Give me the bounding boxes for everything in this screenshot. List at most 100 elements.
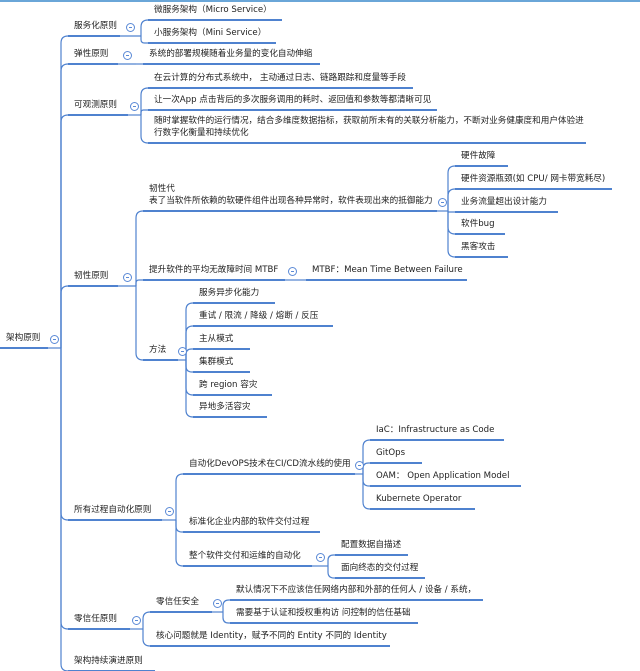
collapse-toggle-icon[interactable] <box>354 461 364 470</box>
node-zero-trust-security[interactable]: 零信任安全 <box>150 597 212 613</box>
connector-line <box>362 474 371 510</box>
leaf-final-state-delivery[interactable]: 面向终态的交付过程 <box>335 563 425 579</box>
collapse-toggle-icon[interactable] <box>213 599 222 608</box>
node-label: 默认情况下不应该信任网络内部和外部的任何人 / 设备 / 系统， <box>236 585 477 595</box>
node-label: GitOps <box>376 448 406 458</box>
leaf-mini-service[interactable]: 小服务架构（Mini Service） <box>148 28 276 44</box>
leaf-standardize-delivery[interactable]: 标准化企业内部的软件交付过程 <box>183 517 320 533</box>
node-label: 硬件资源瓶颈(如 CPU/ 网卡带宽耗尽) <box>461 174 606 184</box>
node-label: 微服务架构（Micro Service） <box>154 5 272 15</box>
connector-line <box>135 210 144 286</box>
connector-line <box>185 325 194 360</box>
collapse-toggle-icon[interactable] <box>177 347 187 356</box>
leaf-master-slave[interactable]: 主从模式 <box>193 334 250 350</box>
leaf-observability-3[interactable]: 随时掌握软件的运行情况，结合多维度数据指标，获取前所未有的关联分析能力，不断对业… <box>148 116 586 144</box>
connector-line <box>185 360 193 373</box>
leaf-kubernete-operator[interactable]: Kubernete Operator <box>370 494 475 510</box>
leaf-software-bug[interactable]: 软件bug <box>455 219 505 235</box>
leaf-async-service[interactable]: 服务异步化能力 <box>193 288 275 304</box>
leaf-auth-based-trust[interactable]: 需要基于认证和授权重构访 问控制的信任基础 <box>230 608 418 624</box>
node-label: 韧性代 表了当软件所依赖的软硬件组件出现各种异常时，软件表现出来的抵御能力 <box>149 184 433 206</box>
connector-line <box>60 63 69 348</box>
leaf-hardware-failure[interactable]: 硬件故障 <box>455 151 508 167</box>
leaf-traffic-overload[interactable]: 业务流量超出设计能力 <box>455 197 558 213</box>
connector-line <box>447 211 455 213</box>
leaf-cluster-mode[interactable]: 集群模式 <box>193 357 250 373</box>
leaf-micro-service[interactable]: 微服务架构（Micro Service） <box>148 5 282 21</box>
collapse-toggle-icon[interactable] <box>164 507 174 516</box>
leaf-hacker-attack[interactable]: 黑客攻击 <box>455 242 508 258</box>
node-label: 重试 / 限流 / 降级 / 熔断 / 反压 <box>199 311 319 321</box>
node-label: 系统的部署规模随着业务量的变化自动伸缩 <box>149 49 313 59</box>
node-methods[interactable]: 方法 <box>143 345 178 361</box>
connector-line <box>60 348 69 630</box>
branch-resilience-principle[interactable]: 韧性原则 <box>68 271 118 287</box>
connector-line <box>135 279 143 286</box>
node-label: 小服务架构（Mini Service） <box>154 28 267 38</box>
branch-service-principle[interactable]: 服务化原则 <box>68 21 120 37</box>
connector-line <box>222 612 230 624</box>
leaf-gitops[interactable]: GitOps <box>370 448 422 464</box>
node-label: 可观测原则 <box>74 100 117 110</box>
mindmap-root-node[interactable]: 架构原则 <box>0 333 48 349</box>
connector-line <box>175 520 183 533</box>
node-label: 让一次App 点击背后的多次服务调用的耗时、返回值和参数等都清晰可见 <box>154 95 432 105</box>
leaf-observability-2[interactable]: 让一次App 点击背后的多次服务调用的耗时、返回值和参数等都清晰可见 <box>148 95 437 111</box>
leaf-no-default-trust[interactable]: 默认情况下不应该信任网络内部和外部的任何人 / 设备 / 系统， <box>230 585 483 601</box>
connector-line <box>140 115 149 144</box>
leaf-auto-scaling[interactable]: 系统的部署规模随着业务量的变化自动伸缩 <box>143 49 320 65</box>
branch-automation-principle[interactable]: 所有过程自动化原则 <box>68 505 162 521</box>
collapse-toggle-icon[interactable] <box>122 273 132 282</box>
node-label: 架构持续演进原则 <box>74 656 143 666</box>
leaf-resource-bottleneck[interactable]: 硬件资源瓶颈(如 CPU/ 网卡带宽耗尽) <box>455 174 612 190</box>
collapse-toggle-icon[interactable] <box>126 23 135 32</box>
leaf-config-self-describe[interactable]: 配置数据自描述 <box>335 540 408 556</box>
collapse-toggle-icon[interactable] <box>287 267 297 276</box>
node-label: 自动化DevOPS技术在CI/CD流水线的使用 <box>189 459 351 469</box>
connector-line <box>140 36 148 44</box>
node-label: 随时掌握软件的运行情况，结合多维度数据指标，获取前所未有的关联分析能力，不断对业… <box>154 116 584 138</box>
connector-line <box>60 35 69 348</box>
node-label: 整个软件交付和运维的自动化 <box>189 551 301 561</box>
leaf-identity-core[interactable]: 核心问题就是 Identity，赋予不同的 Entity 不同的 Identit… <box>150 631 390 647</box>
connector-line <box>60 285 69 348</box>
node-label: 核心问题就是 Identity，赋予不同的 Entity 不同的 Identit… <box>156 631 387 641</box>
branch-observability-principle[interactable]: 可观测原则 <box>68 100 128 116</box>
node-label: 提升软件的平均无故障时间 MTBF <box>149 265 279 275</box>
branch-elastic-principle[interactable]: 弹性原则 <box>68 49 118 65</box>
connector-line <box>185 302 194 360</box>
node-label: 零信任原则 <box>74 614 117 624</box>
node-delivery-ops-automation[interactable]: 整个软件交付和运维的自动化 <box>183 551 312 567</box>
node-label: 配置数据自描述 <box>341 540 402 550</box>
collapse-toggle-icon[interactable] <box>122 51 132 60</box>
leaf-retry-ratelimit[interactable]: 重试 / 限流 / 降级 / 熔断 / 反压 <box>193 311 333 327</box>
connector-line <box>185 360 194 396</box>
node-label: 弹性原则 <box>74 49 109 59</box>
connector-line <box>135 286 144 361</box>
node-label: 集群模式 <box>199 357 234 367</box>
leaf-observability-1[interactable]: 在云计算的分布式系统中， 主动通过日志、链路跟踪和度量等手段 <box>148 73 413 89</box>
node-label: 业务流量超出设计能力 <box>461 197 547 207</box>
node-label: 所有过程自动化原则 <box>74 505 152 515</box>
leaf-oam[interactable]: OAM： Open Application Model <box>370 471 521 487</box>
node-label: 硬件故障 <box>461 151 496 161</box>
collapse-toggle-icon[interactable] <box>438 198 447 207</box>
leaf-cross-region-dr[interactable]: 跨 region 容灾 <box>193 380 272 396</box>
node-label: 服务异步化能力 <box>199 288 260 298</box>
collapse-toggle-icon[interactable] <box>50 335 59 344</box>
collapse-toggle-icon[interactable] <box>132 616 141 625</box>
collapse-toggle-icon[interactable] <box>315 553 325 562</box>
node-devops-cicd[interactable]: 自动化DevOPS技术在CI/CD流水线的使用 <box>183 459 355 475</box>
collapse-toggle-icon[interactable] <box>130 102 139 111</box>
branch-zero-trust-principle[interactable]: 零信任原则 <box>68 614 130 630</box>
leaf-mtbf-definition[interactable]: MTBF：Mean Time Between Failure <box>306 265 467 281</box>
node-label: 在云计算的分布式系统中， 主动通过日志、链路跟踪和度量等手段 <box>154 73 406 83</box>
connector-line <box>447 165 456 211</box>
node-resilience-definition[interactable]: 韧性代 表了当软件所依赖的软硬件组件出现各种异常时，软件表现出来的抵御能力 <box>143 184 437 212</box>
leaf-multi-active-dr[interactable]: 异地多活容灾 <box>193 402 267 418</box>
leaf-iac[interactable]: IaC：Infrastructure as Code <box>370 425 504 441</box>
connector-line <box>60 348 69 521</box>
connector-line <box>447 211 456 258</box>
node-mtbf[interactable]: 提升软件的平均无故障时间 MTBF <box>143 265 285 281</box>
